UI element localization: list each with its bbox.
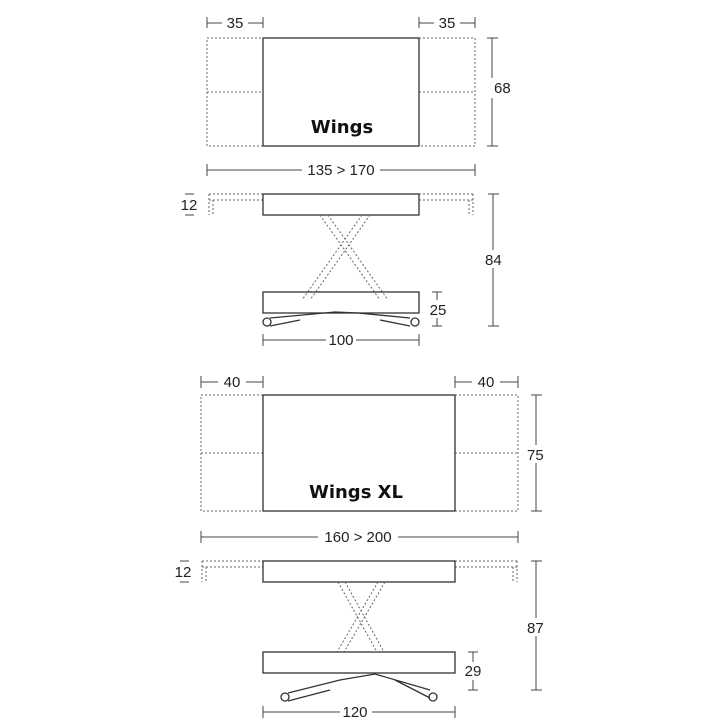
- table-top: [262, 394, 456, 512]
- wheel: [262, 317, 272, 327]
- svg-text:35: 35: [227, 15, 244, 32]
- svg-text:12: 12: [181, 197, 198, 214]
- svg-text:40: 40: [478, 374, 495, 391]
- wing-right-dimension: 40: [454, 374, 519, 391]
- table-top-raised: [262, 560, 456, 583]
- svg-text:12: 12: [175, 564, 192, 581]
- wheel: [280, 692, 290, 702]
- closed-length-dimension: 120: [262, 704, 456, 721]
- top-thickness-dimension: 12: [175, 560, 192, 583]
- svg-text:75: 75: [527, 447, 544, 464]
- svg-text:135 > 170: 135 > 170: [307, 162, 374, 179]
- svg-text:87: 87: [527, 620, 544, 637]
- min-height-dimension: 25: [430, 291, 447, 327]
- wing-left-dimension: 35: [206, 15, 264, 32]
- closed-length-dimension: 100: [262, 332, 420, 349]
- svg-text:68: 68: [494, 80, 511, 97]
- top-thickness-dimension: 12: [181, 193, 198, 216]
- model-name: Wings XL: [309, 482, 403, 503]
- min-height-dimension: 29: [465, 651, 482, 691]
- svg-text:40: 40: [224, 374, 241, 391]
- table-top-lowered: [262, 291, 420, 314]
- wings-plan-view: Wings 35 35 68 135 > 170: [206, 15, 511, 179]
- depth-dimension: 75: [526, 394, 550, 512]
- wings-side-view: 12 84 25 100: [181, 193, 508, 349]
- svg-text:25: 25: [430, 302, 447, 319]
- model-name: Wings: [311, 117, 373, 138]
- length-dimension: 160 > 200: [200, 529, 519, 546]
- wing-left-dimension: 40: [200, 374, 264, 391]
- table-top: [262, 37, 420, 147]
- length-dimension: 135 > 170: [206, 162, 476, 179]
- svg-text:35: 35: [439, 15, 456, 32]
- svg-text:100: 100: [328, 332, 353, 349]
- svg-text:120: 120: [342, 704, 367, 721]
- depth-dimension: 68: [484, 37, 511, 147]
- wings-xl-plan-view: Wings XL 40 40 75 160 > 200: [200, 374, 550, 546]
- max-height-dimension: 87: [526, 560, 550, 691]
- table-top-raised: [262, 193, 420, 216]
- svg-text:84: 84: [485, 252, 502, 269]
- wings-xl-side-view: 12 87 29 120: [175, 560, 550, 721]
- wheel: [410, 317, 420, 327]
- svg-text:29: 29: [465, 663, 482, 680]
- table-top-lowered: [262, 651, 456, 674]
- wheel: [428, 692, 438, 702]
- max-height-dimension: 84: [484, 193, 508, 327]
- svg-text:160 > 200: 160 > 200: [324, 529, 391, 546]
- wing-right-dimension: 35: [418, 15, 476, 32]
